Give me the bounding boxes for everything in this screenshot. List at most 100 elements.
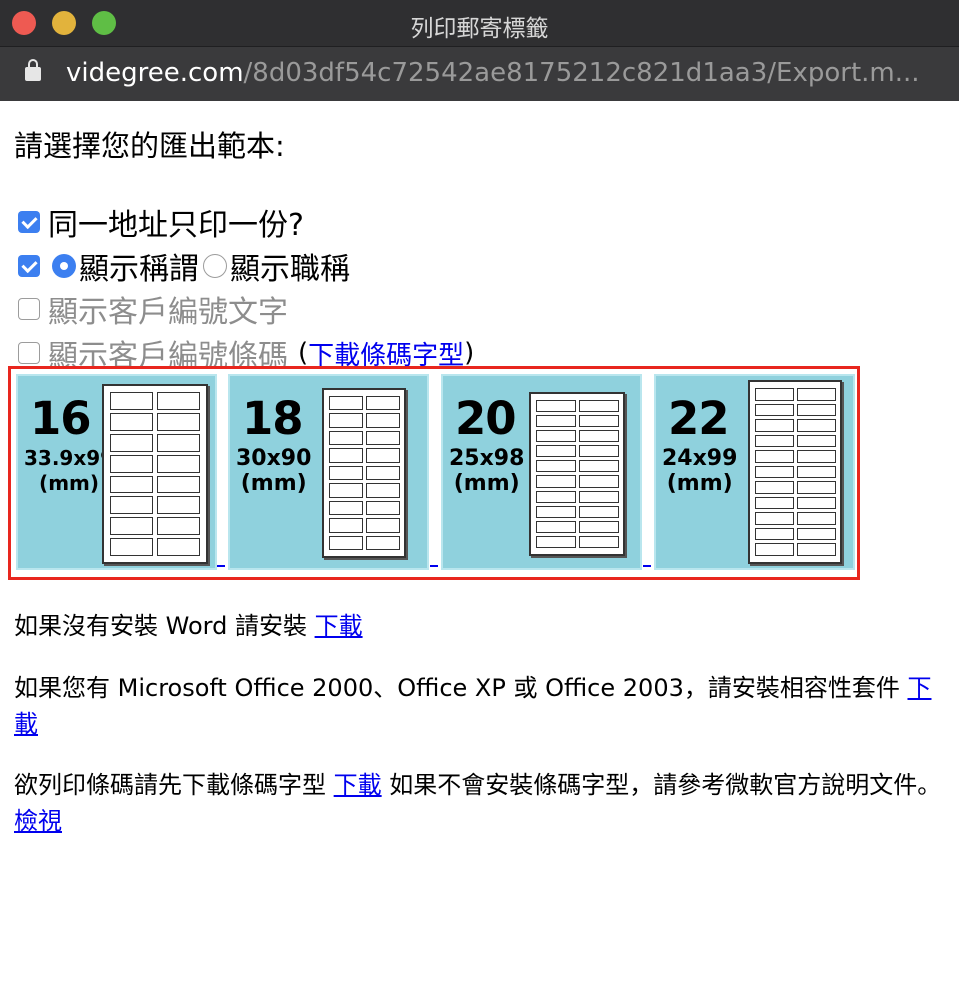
radio-show-job-title-label: 顯示職稱 — [230, 252, 350, 287]
label-cell — [366, 396, 400, 411]
label-cell — [797, 481, 836, 494]
option-customer-text: 顯示客戶編號文字 — [18, 287, 288, 331]
label-cell — [797, 543, 836, 557]
label-cell — [366, 465, 400, 481]
url-text[interactable]: videgree.com/8d03df54c72542ae8175212c821… — [66, 58, 946, 88]
label-cell — [110, 496, 153, 515]
template-link-underline — [217, 565, 225, 567]
label-cell — [579, 430, 619, 443]
label-cell — [366, 413, 400, 428]
template-20[interactable]: 20 25x98(mm) — [441, 374, 642, 570]
microsoft-docs-view-link[interactable]: 檢視 — [14, 807, 62, 835]
label-column — [157, 392, 200, 556]
label-cell — [536, 460, 576, 473]
label-cell — [157, 538, 200, 556]
label-cell — [579, 475, 619, 488]
customer-text-checkbox — [18, 298, 40, 320]
label-cell — [579, 535, 619, 548]
address-bar[interactable]: videgree.com/8d03df54c72542ae8175212c821… — [0, 46, 959, 101]
label-cell — [536, 505, 576, 518]
label-cell — [797, 434, 836, 448]
label-cell — [536, 490, 576, 503]
label-cell — [329, 413, 363, 428]
label-cell — [329, 500, 363, 516]
label-cell — [797, 465, 836, 479]
template-16[interactable]: 16 33.9x99(mm) — [16, 374, 217, 570]
office-compat-download-link[interactable]: 下載 — [14, 674, 932, 738]
lock-icon — [25, 59, 41, 81]
label-cell — [329, 465, 363, 481]
radio-show-job-title[interactable] — [203, 254, 227, 278]
label-cell — [755, 434, 794, 448]
label-cell — [110, 412, 153, 431]
window-titlebar: 列印郵寄標籤 — [0, 0, 959, 46]
page-heading: 請選擇您的匯出範本: — [14, 129, 285, 163]
label-column — [366, 396, 400, 550]
label-cell — [755, 388, 794, 401]
template-18[interactable]: 18 30x90(mm) — [228, 374, 429, 570]
label-cell — [366, 483, 400, 498]
label-cell — [536, 475, 576, 488]
label-cell — [797, 496, 836, 510]
label-cell — [797, 527, 836, 541]
close-window-button[interactable] — [12, 11, 36, 35]
label-cell — [755, 527, 794, 541]
show-honorific-checkbox[interactable] — [18, 255, 40, 277]
word-install-text: 如果沒有安裝 Word 請安裝 — [14, 612, 315, 640]
paren-close: ) — [464, 338, 475, 368]
label-cell — [329, 518, 363, 533]
label-column — [755, 388, 794, 557]
barcode-font-download-link[interactable]: 下載 — [333, 771, 382, 799]
label-cell — [797, 403, 836, 417]
label-cell — [755, 543, 794, 557]
label-cell — [366, 518, 400, 533]
label-cell — [366, 500, 400, 516]
label-sheet-icon — [322, 388, 406, 558]
label-cell — [110, 454, 153, 473]
paren-open: ( — [298, 338, 309, 368]
label-cell — [797, 419, 836, 432]
label-cell — [579, 520, 619, 533]
label-cell — [797, 388, 836, 401]
label-column — [110, 392, 153, 556]
label-cell — [579, 505, 619, 518]
label-cell — [157, 475, 200, 494]
template-count: 20 — [455, 392, 517, 445]
url-path: /8d03df54c72542ae8175212c821d1aa3/Export… — [243, 58, 920, 88]
label-cell — [329, 448, 363, 463]
label-cell — [157, 392, 200, 410]
option-one-copy[interactable]: 同一地址只印一份? — [18, 200, 304, 244]
label-cell — [755, 496, 794, 510]
customer-text-label: 顯示客戶編號文字 — [48, 295, 288, 330]
word-download-link[interactable]: 下載 — [314, 612, 363, 640]
label-cell — [579, 490, 619, 503]
label-cell — [797, 450, 836, 463]
label-cell — [157, 496, 200, 515]
minimize-window-button[interactable] — [52, 11, 76, 35]
template-count: 16 — [30, 392, 92, 445]
template-22[interactable]: 22 24x99(mm) — [654, 374, 855, 570]
label-cell — [157, 433, 200, 452]
label-column — [579, 400, 619, 548]
label-cell — [157, 454, 200, 473]
label-cell — [536, 400, 576, 413]
label-cell — [157, 517, 200, 536]
download-barcode-font-link[interactable]: 下載條碼字型 — [308, 340, 465, 371]
label-cell — [755, 450, 794, 463]
template-size: 33.9x99(mm) — [24, 446, 115, 495]
one-copy-checkbox[interactable] — [18, 211, 40, 233]
window-title: 列印郵寄標籤 — [410, 16, 549, 42]
label-cell — [110, 475, 153, 494]
label-column — [329, 396, 363, 550]
label-column — [536, 400, 576, 548]
label-cell — [536, 430, 576, 443]
radio-show-title[interactable] — [52, 254, 76, 278]
template-link-underline — [643, 565, 651, 567]
maximize-window-button[interactable] — [92, 11, 116, 35]
label-cell — [329, 396, 363, 411]
label-cell — [755, 512, 794, 525]
label-cell — [755, 403, 794, 417]
label-sheet-icon — [529, 392, 625, 556]
label-column — [797, 388, 836, 557]
label-cell — [579, 460, 619, 473]
